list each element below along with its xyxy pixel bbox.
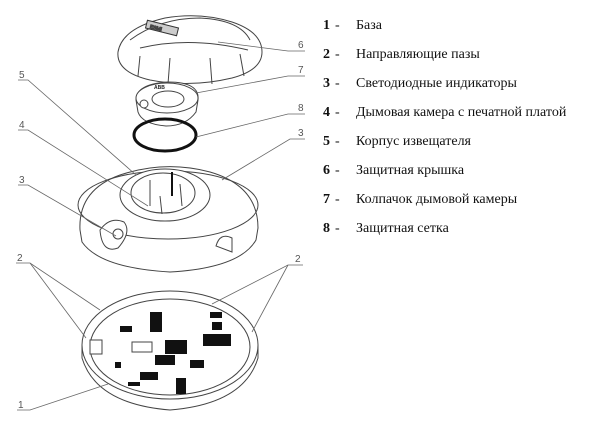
legend-label: Направляющие пазы — [356, 47, 480, 62]
callout-1: 1 — [18, 400, 24, 411]
legend-separator: - — [335, 134, 340, 149]
callout-2-left: 2 — [17, 253, 23, 264]
legend-separator: - — [335, 192, 340, 207]
legend-number: 4 — [323, 105, 330, 120]
cap-logo-text: ESMI — [149, 24, 162, 33]
legend-separator: - — [335, 18, 340, 33]
detector-housing — [77, 166, 259, 273]
legend-number: 1 — [323, 18, 330, 33]
cap-brand-text: ABB — [154, 85, 165, 91]
legend-label: Светодиодные индикаторы — [356, 76, 517, 91]
legend-label: Колпачок дымовой камеры — [356, 192, 518, 207]
legend-number: 2 — [323, 47, 330, 62]
legend-number: 6 — [323, 163, 330, 178]
callout-4: 4 — [19, 120, 25, 131]
callout-5: 5 — [19, 70, 25, 81]
legend-separator: - — [335, 76, 340, 91]
legend-number: 8 — [323, 221, 330, 236]
callout-6: 6 — [298, 40, 304, 51]
protective-cover: ESMI — [117, 15, 263, 85]
legend-label: Дымовая камера с печатной платой — [356, 105, 567, 120]
legend-label: Корпус извещателя — [356, 134, 472, 149]
callout-2-right: 2 — [295, 254, 301, 265]
legend-label: База — [356, 18, 382, 33]
smoke-chamber-cap: ABB — [135, 81, 199, 127]
callout-3-right: 3 — [298, 128, 304, 139]
legend-number: 7 — [323, 192, 330, 207]
protective-mesh-ring — [132, 117, 198, 153]
legend-separator: - — [335, 47, 340, 62]
legend-label: Защитная крышка — [356, 163, 465, 178]
callout-7: 7 — [298, 65, 304, 76]
leader-lines — [16, 41, 305, 411]
base — [81, 290, 259, 411]
legend-separator: - — [335, 221, 340, 236]
legend-label: Защитная сетка — [356, 221, 449, 236]
legend-number: 5 — [323, 134, 330, 149]
callout-8: 8 — [298, 103, 304, 114]
legend-separator: - — [335, 163, 340, 178]
callout-3-left: 3 — [19, 175, 25, 186]
legend-separator: - — [335, 105, 340, 120]
legend-number: 3 — [323, 76, 330, 91]
